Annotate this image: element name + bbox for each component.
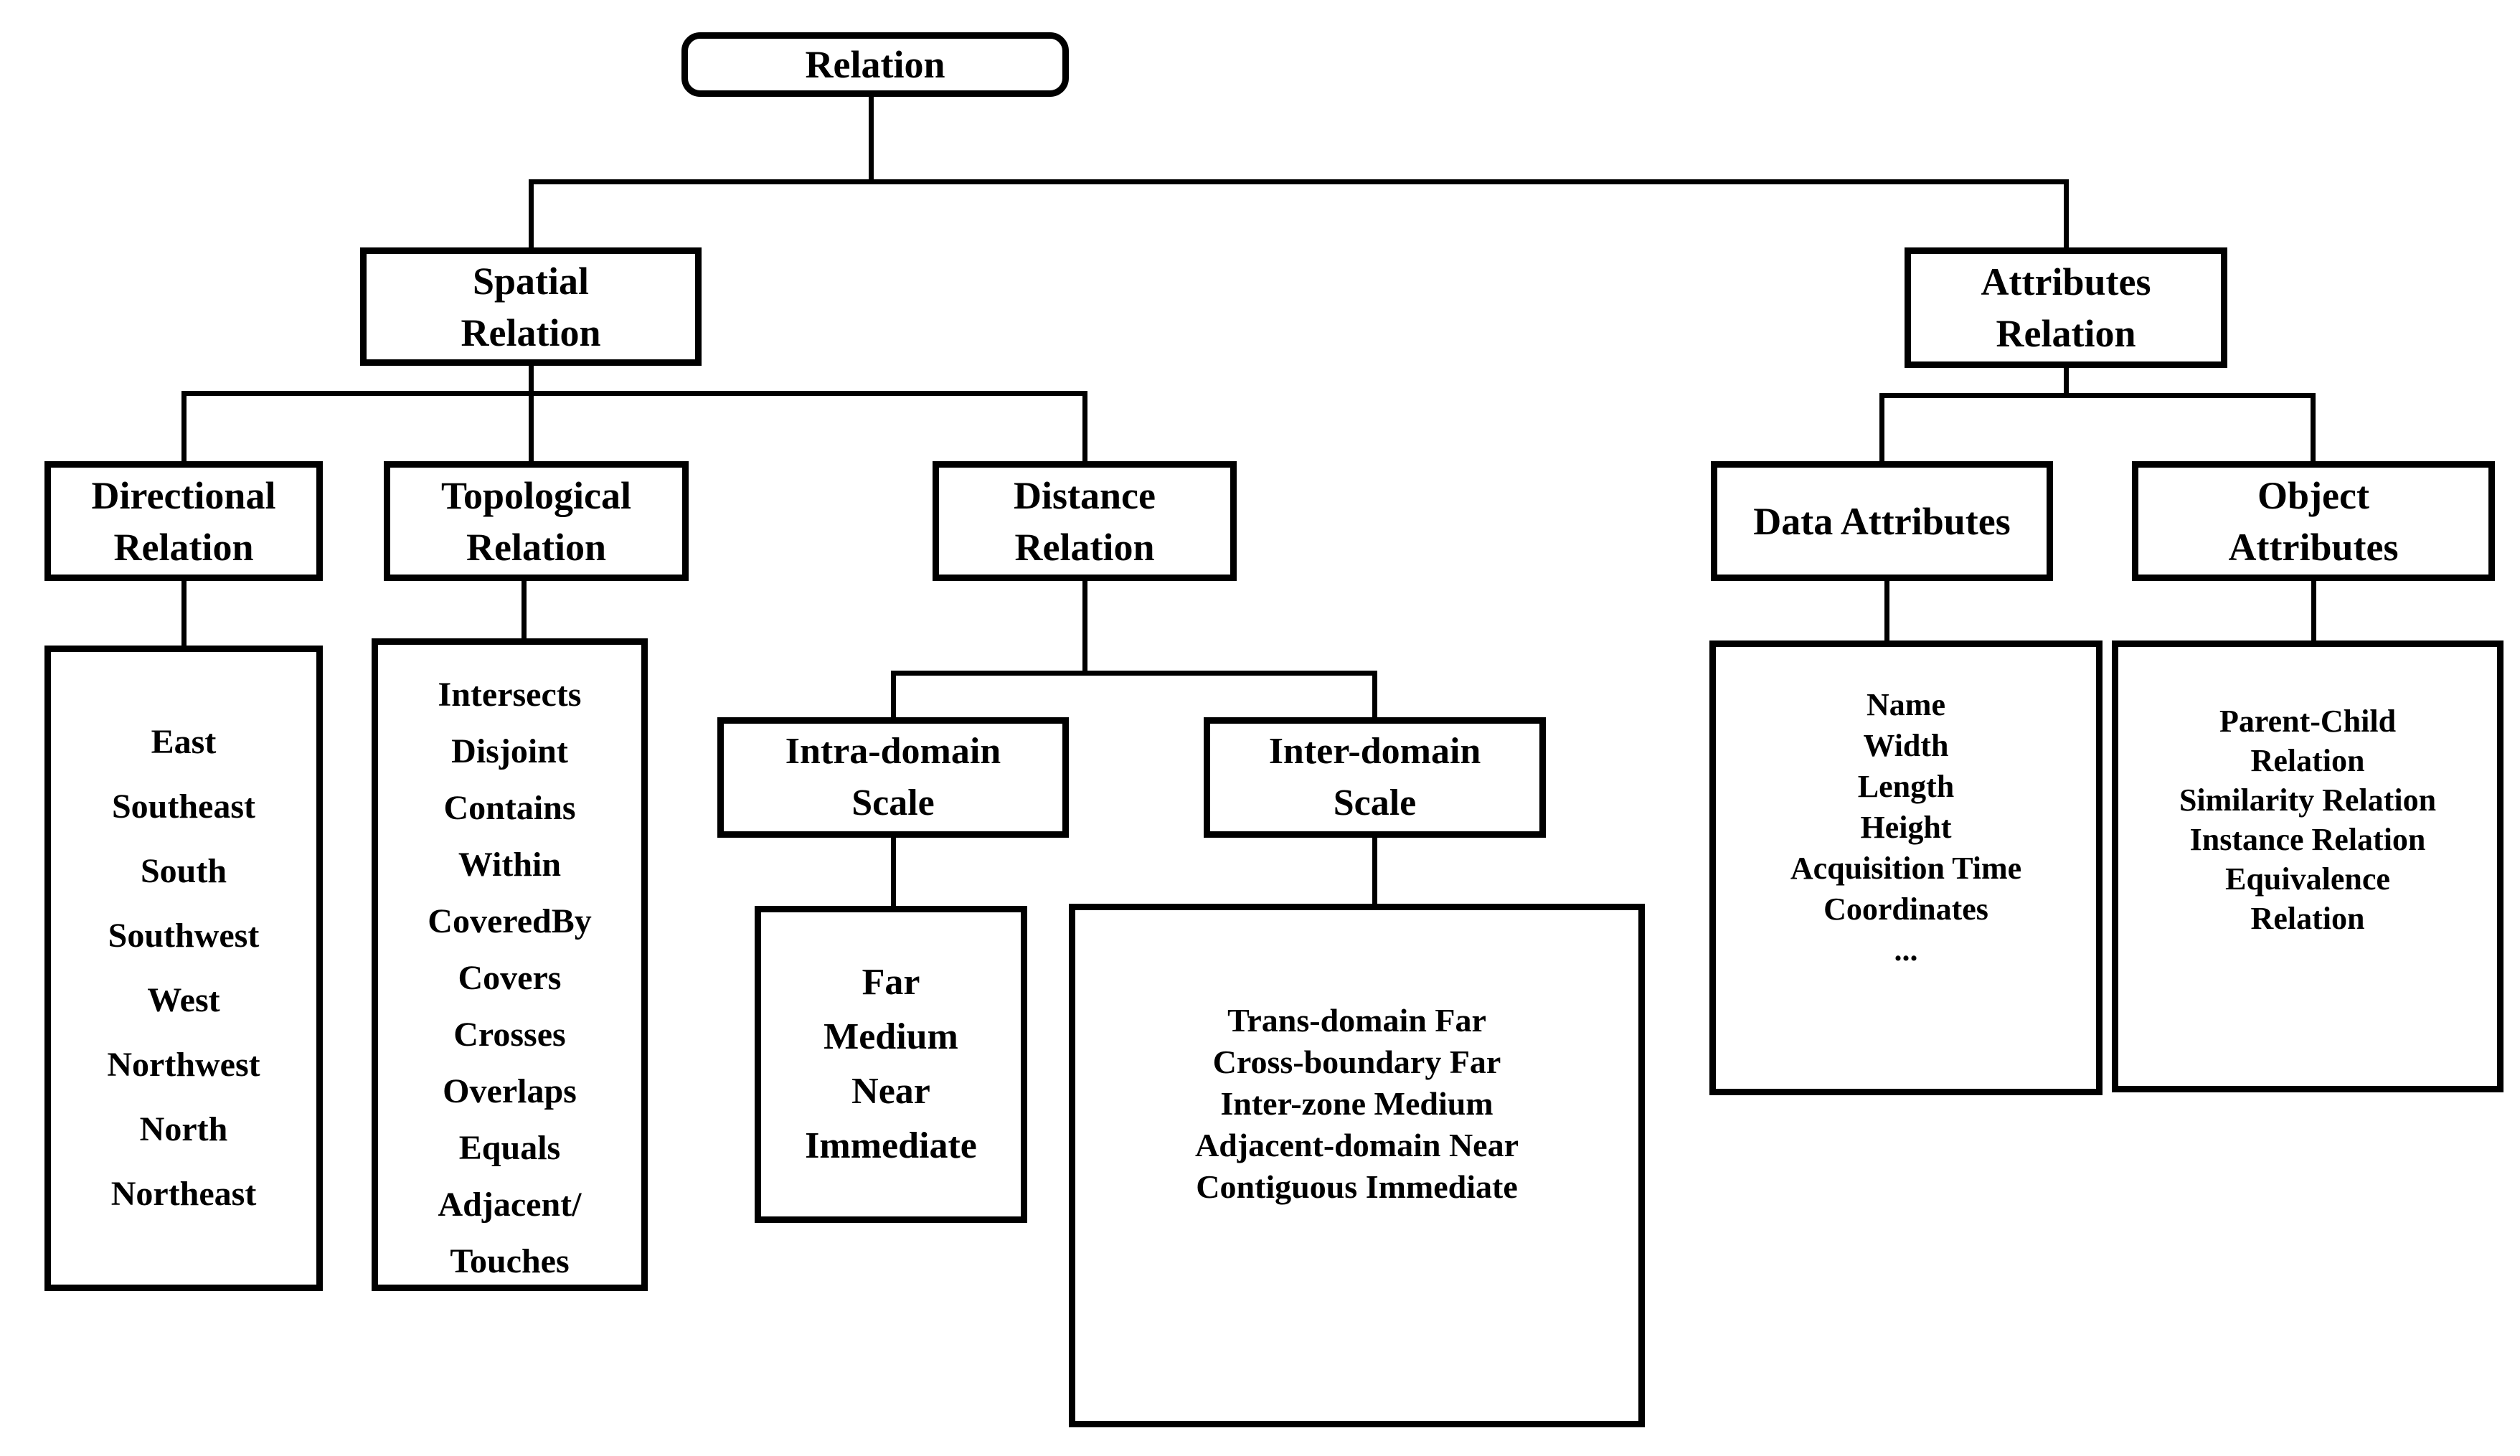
text-line: Far xyxy=(862,962,920,1003)
text-line: Relation xyxy=(113,525,254,569)
text-line: Length xyxy=(1857,769,1955,804)
text-line: Inter-domain xyxy=(1268,731,1481,772)
text-line: Scale xyxy=(1333,783,1417,823)
text-line: ... xyxy=(1894,932,1918,968)
text-line: Data Attributes xyxy=(1753,499,2011,543)
text-line: Immediate xyxy=(805,1125,977,1166)
text-line: Southwest xyxy=(108,917,260,955)
text-line: Near xyxy=(851,1071,930,1112)
connector-drop-topological xyxy=(529,391,534,463)
text-line: Relation xyxy=(2250,901,2365,936)
connector-root-bus xyxy=(529,179,2069,184)
text-line: Equivalence xyxy=(2225,861,2390,897)
text-line: Northeast xyxy=(110,1175,257,1213)
connector-distance-bus xyxy=(891,671,1377,676)
connector-drop-inter-scale xyxy=(1372,671,1377,719)
connector-object-attributes-leaf xyxy=(2311,580,2316,642)
connector-distance-stem xyxy=(1082,580,1087,673)
text-line: Touches xyxy=(450,1242,570,1280)
text-line: Northwest xyxy=(107,1046,260,1084)
text-line: Relation xyxy=(461,311,601,354)
text-line: Instance Relation xyxy=(2189,822,2426,857)
connector-attributes-stem xyxy=(2064,366,2069,395)
text-line: Acquisition Time xyxy=(1790,851,2022,886)
connector-spatial-stem xyxy=(529,364,534,393)
text-line: Equals xyxy=(458,1129,561,1167)
text-line: South xyxy=(140,852,227,890)
text-line: Adjacent-domain Near xyxy=(1195,1127,1519,1163)
text-line: Contains xyxy=(443,789,576,827)
text-line: Inter-zone Medium xyxy=(1220,1085,1493,1122)
text-line: Relation xyxy=(805,43,945,86)
text-line: West xyxy=(147,981,220,1019)
text-line: Disjoint xyxy=(451,732,568,770)
connector-drop-intra-scale xyxy=(891,671,896,719)
text-line: North xyxy=(139,1110,228,1148)
text-line: Name xyxy=(1867,687,1945,722)
connector-drop-spatial xyxy=(529,179,534,249)
text-line: Spatial xyxy=(472,259,590,303)
text-line: Contiguous Immediate xyxy=(1196,1168,1518,1205)
text-line: Distance xyxy=(1014,473,1156,517)
text-line: Scale xyxy=(851,783,935,823)
text-line: Southeast xyxy=(111,788,256,826)
text-line: Within xyxy=(458,846,562,884)
connector-drop-data-attributes xyxy=(1879,393,1884,463)
text-line: Relation xyxy=(1996,312,2136,355)
text-line: Coordinates xyxy=(1823,892,1988,927)
connector-directional-leaf xyxy=(181,580,187,647)
text-line: East xyxy=(151,723,217,761)
connector-data-attributes-leaf xyxy=(1884,580,1889,642)
connector-spatial-bus xyxy=(181,391,1087,396)
text-line: Medium xyxy=(824,1016,958,1057)
text-line: Parent-Child xyxy=(2219,704,2397,739)
connector-drop-distance xyxy=(1082,391,1087,463)
text-line: Similarity Relation xyxy=(2179,783,2437,818)
node-data-attributes: Data Attributes xyxy=(1711,461,2053,581)
connector-inter-leaf xyxy=(1372,836,1377,905)
text-line: Intra-domain xyxy=(785,731,1001,772)
text-line: Directional xyxy=(91,473,276,517)
text-line: Overlaps xyxy=(443,1072,577,1110)
connector-drop-object-attributes xyxy=(2311,393,2316,463)
connector-attributes-bus xyxy=(1879,393,2316,398)
text-line: Object xyxy=(2257,473,2369,517)
text-line: Attributes xyxy=(2228,525,2399,569)
text-line: Attributes xyxy=(1981,260,2151,303)
connector-drop-attributes xyxy=(2064,179,2069,249)
connector-drop-directional xyxy=(181,391,187,463)
node-relation: Relation xyxy=(681,32,1069,97)
text-line: Width xyxy=(1863,728,1949,763)
text-line: Crosses xyxy=(453,1016,566,1054)
text-line: Cross-boundary Far xyxy=(1212,1044,1501,1080)
text-line: Relation xyxy=(1014,525,1155,569)
connector-root-stem xyxy=(869,95,874,181)
connector-intra-leaf xyxy=(891,836,896,907)
text-line: Relation xyxy=(2250,743,2365,778)
text-line: Relation xyxy=(466,525,606,569)
text-line: Topological xyxy=(440,473,632,517)
text-line: Trans-domain Far xyxy=(1227,1002,1486,1039)
connector-topological-leaf xyxy=(522,580,527,640)
text-line: Intersects xyxy=(438,676,582,714)
text-line: Adjacent/ xyxy=(438,1186,582,1224)
text-line: CoveredBy xyxy=(428,902,592,940)
text-line: Covers xyxy=(458,959,562,997)
text-line: Height xyxy=(1860,810,1952,845)
